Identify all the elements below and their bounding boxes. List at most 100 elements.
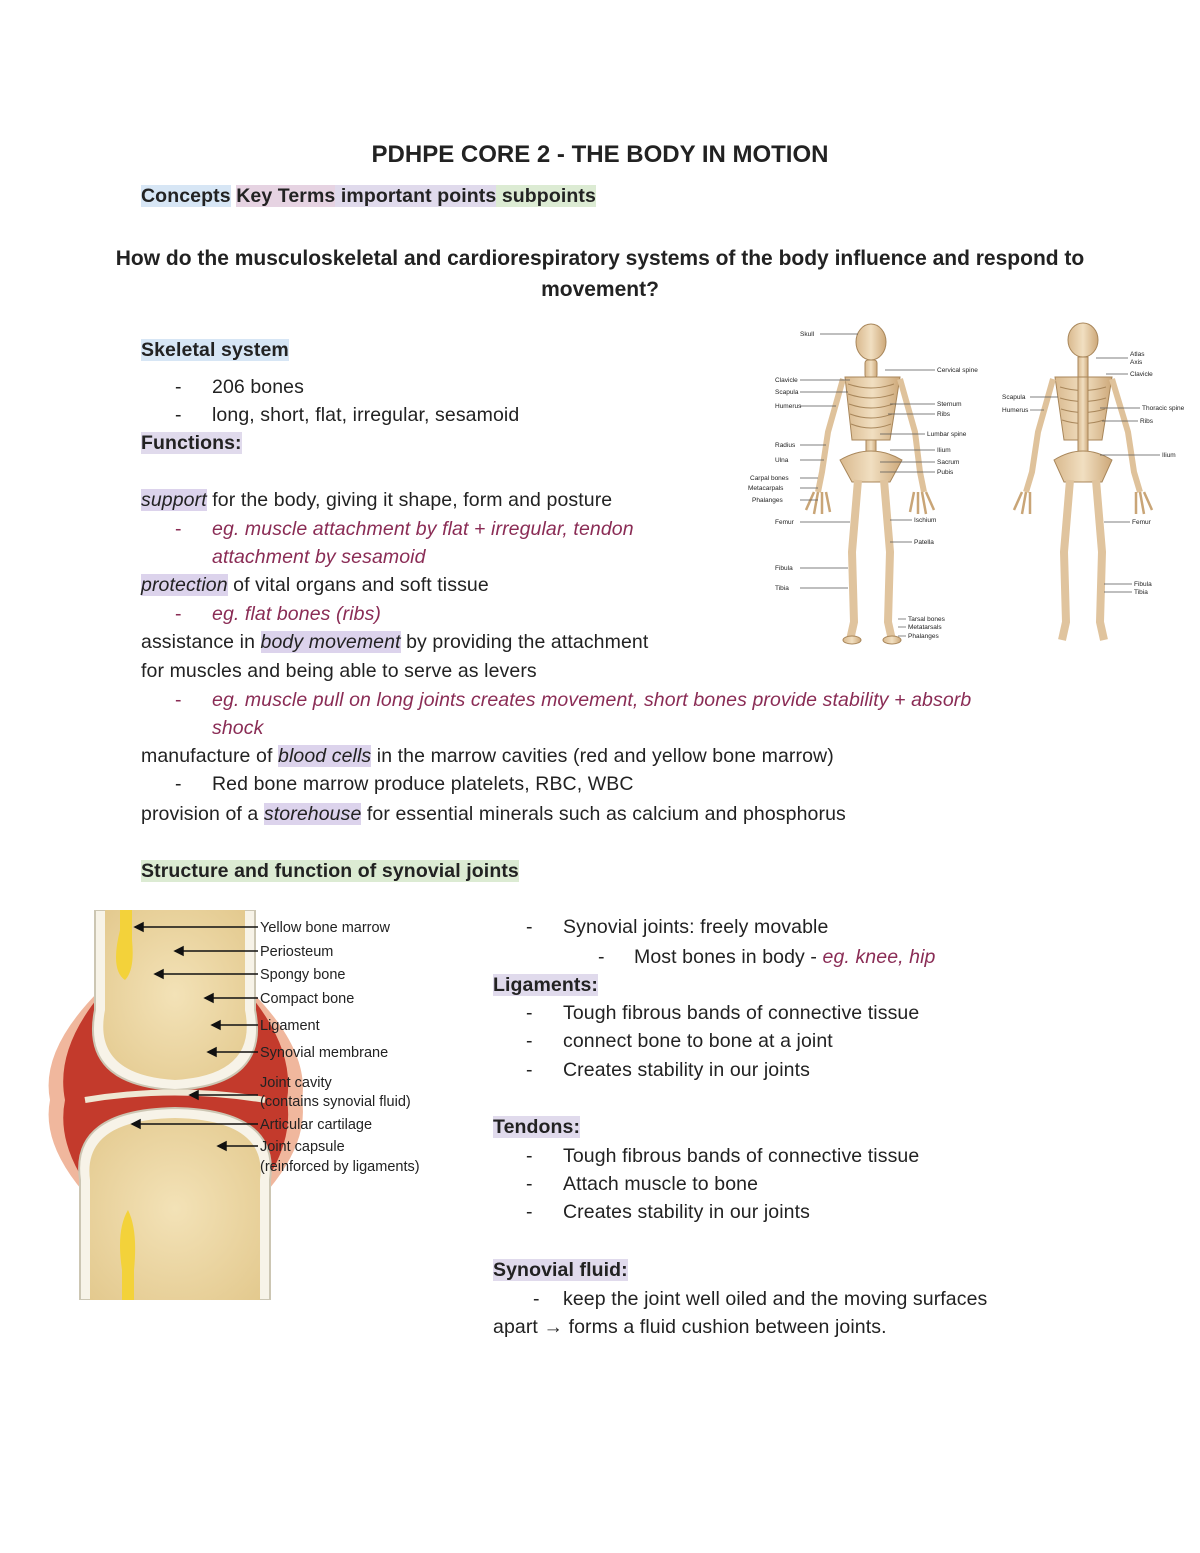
svg-text:Ulna: Ulna	[775, 457, 789, 464]
bullet-dash: -	[526, 1030, 533, 1052]
svg-text:Ilium: Ilium	[1162, 452, 1176, 459]
svg-text:Periosteum: Periosteum	[260, 944, 333, 960]
svg-text:Synovial membrane: Synovial membrane	[260, 1045, 388, 1061]
synovial-fluid-heading: Synovial fluid:	[493, 1259, 628, 1281]
svg-text:Tibia: Tibia	[1134, 589, 1148, 596]
svg-text:Joint cavity: Joint cavity	[260, 1075, 332, 1091]
legend-concepts: Concepts	[141, 185, 231, 207]
bullet-dash: -	[175, 603, 182, 625]
synovial-bullet-2: Most bones in body - eg. knee, hip	[634, 946, 936, 968]
ligament-point-3: Creates stability in our joints	[563, 1059, 810, 1081]
svg-text:Tibia: Tibia	[775, 585, 789, 592]
skeleton-leader-lines	[800, 333, 1160, 637]
blood-subpoint: Red bone marrow produce platelets, RBC, …	[212, 773, 634, 795]
svg-text:Phalanges: Phalanges	[908, 633, 939, 640]
svg-text:Fibula: Fibula	[1134, 581, 1152, 588]
svg-text:(contains synovial fluid): (contains synovial fluid)	[260, 1094, 411, 1110]
page-title: PDHPE CORE 2 - THE BODY IN MOTION	[371, 141, 829, 168]
tendon-point-2: Attach muscle to bone	[563, 1173, 759, 1195]
svg-text:Axis: Axis	[1130, 359, 1143, 366]
bullet-dash: -	[526, 1002, 533, 1024]
term-storehouse: storehouse	[263, 803, 362, 825]
svg-text:(reinforced by ligaments): (reinforced by ligaments)	[260, 1159, 420, 1175]
svg-text:Cervical spine: Cervical spine	[937, 367, 978, 374]
svg-text:Sacrum: Sacrum	[937, 459, 959, 466]
svg-text:Lumbar spine: Lumbar spine	[927, 431, 967, 438]
ligament-point-1: Tough fibrous bands of connective tissue	[563, 1002, 920, 1024]
color-legend: Concepts Key Terms important points subp…	[141, 182, 596, 210]
bullet-dash: -	[175, 689, 182, 711]
svg-text:Spongy bone: Spongy bone	[260, 967, 345, 983]
tendon-point-1: Tough fibrous bands of connective tissue	[563, 1145, 920, 1167]
svg-text:Skull: Skull	[800, 331, 815, 338]
legend-key-terms: Key Terms	[236, 185, 336, 207]
movement-example-1: eg. muscle pull on long joints creates m…	[212, 689, 972, 711]
functions-heading: Functions:	[141, 432, 242, 454]
svg-text:Scapula: Scapula	[1002, 394, 1026, 401]
function-movement-line2: for muscles and being able to serve as l…	[141, 660, 537, 682]
svg-text:Articular cartilage: Articular cartilage	[260, 1117, 372, 1133]
svg-text:Radius: Radius	[775, 442, 796, 449]
svg-text:Humerus: Humerus	[775, 403, 802, 410]
term-blood-cells: blood cells	[278, 745, 372, 767]
skeletal-heading: Skeletal system	[141, 339, 289, 361]
bullet-dash: -	[175, 518, 182, 540]
bullet-dash: -	[526, 1145, 533, 1167]
skeleton-front	[804, 323, 936, 645]
svg-text:Tarsal bones: Tarsal bones	[908, 616, 946, 623]
movement-example-2: shock	[212, 717, 264, 739]
svg-text:Phalanges: Phalanges	[752, 497, 783, 504]
function-support: support for the body, giving it shape, f…	[141, 489, 613, 511]
bullet-dash: -	[526, 1059, 533, 1081]
svg-text:Femur: Femur	[1132, 519, 1152, 526]
support-example-1: eg. muscle attachment by flat + irregula…	[212, 518, 634, 540]
term-support: support	[141, 489, 207, 511]
joint-labels: Yellow bone marrow Periosteum Spongy bon…	[260, 920, 420, 1175]
svg-text:Thoracic spine: Thoracic spine	[1142, 405, 1185, 412]
svg-text:Clavicle: Clavicle	[1130, 371, 1153, 378]
svg-text:Clavicle: Clavicle	[775, 377, 798, 384]
svg-text:Pubis: Pubis	[937, 469, 954, 476]
svg-text:Ribs: Ribs	[1140, 418, 1154, 425]
skeletal-bullet-2: long, short, flat, irregular, sesamoid	[212, 404, 520, 426]
bullet-dash: -	[175, 404, 182, 426]
svg-text:Ribs: Ribs	[937, 411, 951, 418]
bullet-dash: -	[175, 773, 182, 795]
function-blood: manufacture of blood cells in the marrow…	[141, 745, 834, 767]
synovial-bullet-1: Synovial joints: freely movable	[563, 916, 829, 938]
joint-leader-lines	[130, 921, 258, 1152]
bullet-dash: -	[175, 376, 182, 398]
fluid-point-1: keep the joint well oiled and the moving…	[563, 1288, 988, 1310]
svg-text:Carpal bones: Carpal bones	[750, 475, 789, 482]
tendon-point-3: Creates stability in our joints	[563, 1201, 810, 1223]
svg-text:Metatarsals: Metatarsals	[908, 624, 942, 631]
svg-text:Metacarpals: Metacarpals	[748, 485, 784, 492]
bullet-dash: -	[526, 916, 533, 938]
svg-text:Ilium: Ilium	[937, 447, 951, 454]
support-example-2: attachment by sesamoid	[212, 546, 426, 568]
skeleton-diagram: Skull Clavicle Scapula Humerus Radius Ul…	[748, 322, 1185, 645]
synovial-heading: Structure and function of synovial joint…	[141, 860, 519, 882]
skeleton-back	[1012, 322, 1154, 641]
svg-text:Ischium: Ischium	[914, 517, 936, 524]
svg-text:Scapula: Scapula	[775, 389, 799, 396]
svg-text:Sternum: Sternum	[937, 401, 962, 408]
function-protection: protection of vital organs and soft tiss…	[141, 574, 489, 596]
bullet-dash: -	[526, 1173, 533, 1195]
protection-example: eg. flat bones (ribs)	[212, 603, 382, 625]
svg-text:Joint capsule: Joint capsule	[260, 1139, 345, 1155]
skeleton-labels: Skull Clavicle Scapula Humerus Radius Ul…	[748, 331, 1185, 640]
bullet-dash: -	[598, 946, 605, 968]
svg-text:Patella: Patella	[914, 539, 934, 546]
svg-text:Compact bone: Compact bone	[260, 991, 354, 1007]
synovial-joint-diagram: Yellow bone marrow Periosteum Spongy bon…	[48, 910, 420, 1300]
function-storehouse: provision of a storehouse for essential …	[141, 803, 846, 825]
svg-text:Atlas: Atlas	[1130, 351, 1145, 358]
legend-important: important points	[340, 185, 497, 207]
svg-text:Yellow bone marrow: Yellow bone marrow	[260, 920, 391, 936]
legend-subpoints: subpoints	[501, 185, 596, 207]
tendons-heading: Tendons:	[493, 1116, 581, 1138]
bullet-dash: -	[526, 1201, 533, 1223]
term-protection: protection	[141, 574, 228, 596]
fluid-point-2: apart → forms a fluid cushion between jo…	[493, 1316, 887, 1338]
